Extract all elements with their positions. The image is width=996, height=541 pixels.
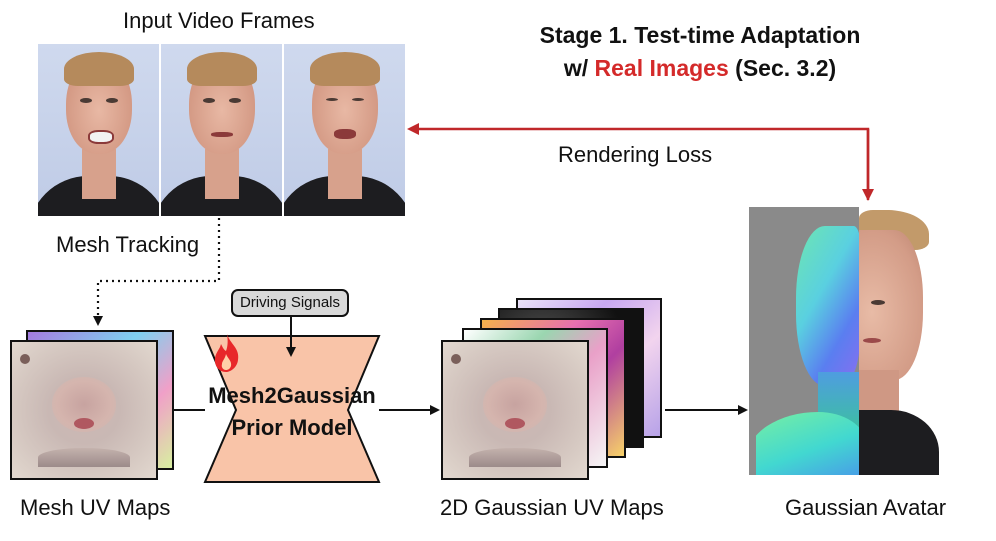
rendering-loss-label: Rendering Loss	[558, 142, 713, 167]
avatar-normal-render	[756, 222, 860, 475]
mesh-uv-map	[10, 340, 158, 480]
rendering-loss-arrow-horizontal	[407, 123, 870, 200]
gaussian-uv-map	[441, 340, 589, 480]
driving-signals-box: Driving Signals	[231, 289, 349, 317]
prior-model-title: Mesh2Gaussian	[208, 383, 376, 408]
video-frame-3	[284, 44, 405, 216]
fire-icon	[214, 334, 239, 372]
stage-title: Stage 1. Test-time Adaptation w/ Real Im…	[530, 22, 870, 82]
video-frame-1	[38, 44, 159, 216]
gaussian-avatar-label: Gaussian Avatar	[785, 495, 947, 520]
mesh-tracking-label: Mesh Tracking	[56, 232, 200, 257]
stage-title-line2: w/ Real Images (Sec. 3.2)	[530, 55, 870, 82]
video-frame-2	[161, 44, 282, 216]
prior-model-subtitle: Prior Model	[231, 415, 353, 440]
stage-title-line1: Stage 1. Test-time Adaptation	[539, 22, 861, 48]
stage-prefix: w/	[563, 55, 595, 81]
prior-model-shape	[203, 335, 381, 483]
avatar-real-render	[859, 210, 939, 475]
stage-highlight: Real Images	[594, 55, 729, 81]
stage-suffix: (Sec. 3.2)	[728, 55, 837, 81]
input-frames-label: Input Video Frames	[123, 8, 315, 33]
mesh-tracking-dotted-arrow	[93, 218, 221, 326]
gaussian-uv-label: 2D Gaussian UV Maps	[440, 495, 664, 520]
mesh-uv-label: Mesh UV Maps	[20, 495, 171, 520]
